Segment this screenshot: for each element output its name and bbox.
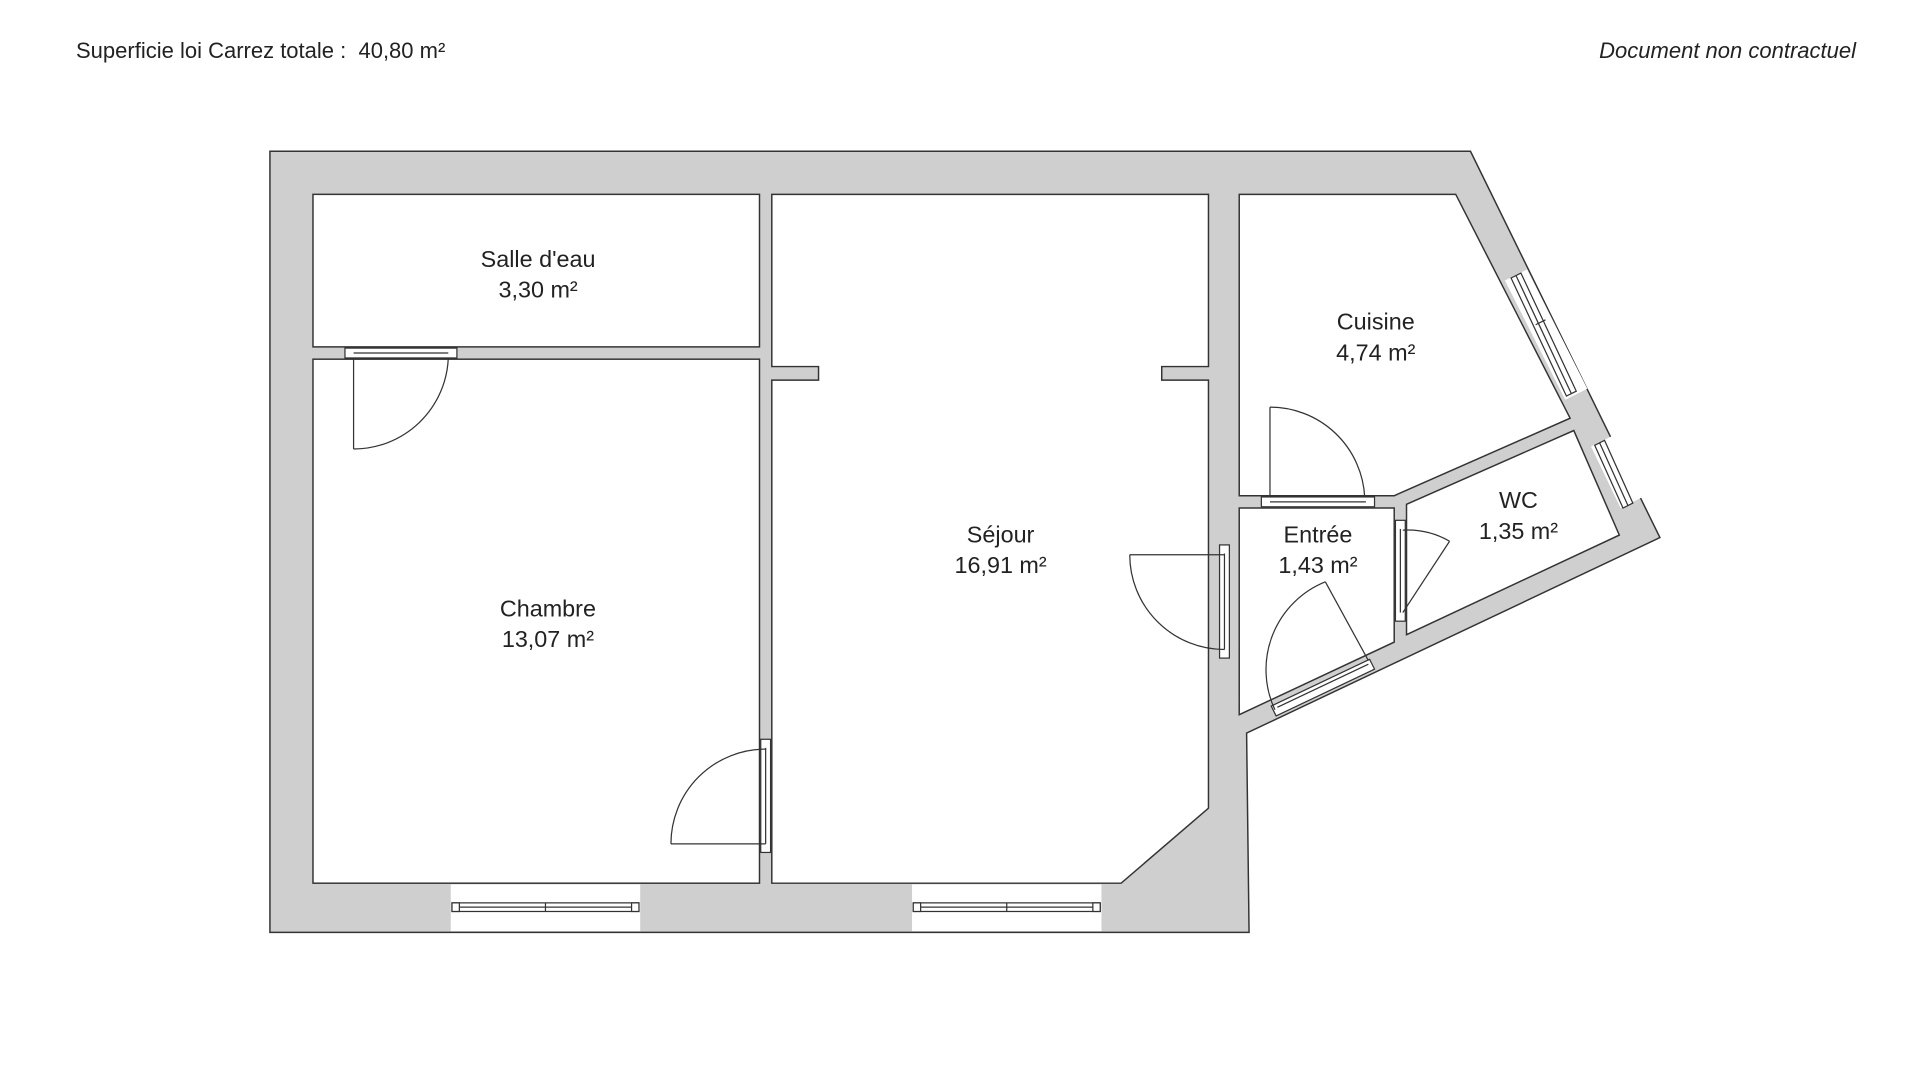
room-cuisine <box>1238 193 1572 497</box>
room-entree <box>1238 507 1395 716</box>
disclaimer: Document non contractuel <box>1599 38 1856 63</box>
room-name: Cuisine <box>1337 309 1415 335</box>
door-salle-deau[interactable] <box>344 347 458 450</box>
room-name: Chambre <box>500 595 596 621</box>
door-chambre[interactable] <box>670 738 772 854</box>
room-area: 4,74 m² <box>1336 339 1415 365</box>
room-area: 1,43 m² <box>1278 552 1357 578</box>
room-name: WC <box>1499 487 1538 513</box>
window-sejour <box>912 884 1102 932</box>
door-cuisine[interactable] <box>1260 406 1376 508</box>
room-name: Entrée <box>1284 521 1353 547</box>
total-area-text: Superficie loi Carrez totale : 40,80 m² <box>76 38 445 64</box>
door-wc[interactable] <box>1394 519 1451 622</box>
room-salle-deau <box>312 193 761 348</box>
room-sejour <box>771 193 1210 884</box>
room-area: 13,07 m² <box>502 626 594 652</box>
total-area-value: 40,80 m² <box>358 38 446 63</box>
total-area-label: Superficie loi Carrez totale : <box>76 38 347 63</box>
room-chambre <box>312 358 761 884</box>
room-area: 3,30 m² <box>498 277 577 303</box>
door-entree[interactable] <box>1265 581 1376 717</box>
room-name: Séjour <box>967 521 1035 547</box>
window-wc <box>1591 435 1643 509</box>
room-wc <box>1405 429 1621 636</box>
room-area: 1,35 m² <box>1479 518 1558 544</box>
room-area: 16,91 m² <box>954 552 1046 578</box>
window-chambre <box>450 884 641 932</box>
door-sejour[interactable] <box>1129 544 1231 659</box>
room-name: Salle d'eau <box>481 246 596 272</box>
window-cuisine <box>1504 269 1588 400</box>
